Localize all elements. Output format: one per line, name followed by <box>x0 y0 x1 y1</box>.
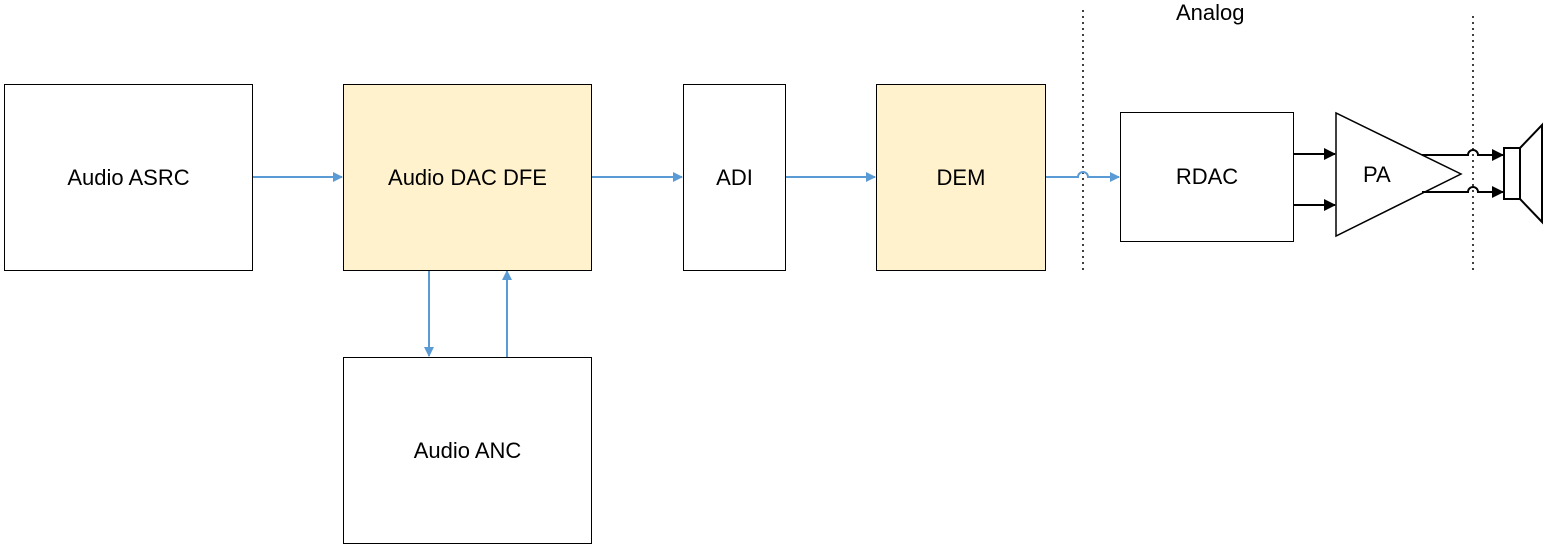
analog-region-label: Analog <box>1176 0 1245 25</box>
rdac-label: RDAC <box>1175 164 1239 189</box>
pa-amplifier-shape <box>1335 111 1463 238</box>
audio-asrc-block: Audio ASRC <box>4 84 253 271</box>
arrow-dem-to-rdac <box>1046 171 1120 182</box>
arrow-pa-to-speaker-top <box>1422 149 1504 161</box>
speaker-icon <box>1503 122 1543 225</box>
dem-label: DEM <box>936 164 986 190</box>
audio-dac-dfe-block: Audio DAC DFE <box>343 84 592 271</box>
audio-anc-label: Audio ANC <box>413 437 522 463</box>
pa-label: PA <box>1363 162 1391 187</box>
audio-dac-dfe-label: Audio DAC DFE <box>388 164 547 190</box>
audio-asrc-label: Audio ASRC <box>67 164 190 190</box>
dem-block: DEM <box>876 84 1046 271</box>
rdac-block: RDAC <box>1120 112 1294 242</box>
arrow-pa-to-speaker-bottom <box>1422 186 1504 198</box>
adi-block: ADI <box>683 84 786 271</box>
adi-label: ADI <box>716 164 753 190</box>
audio-anc-block: Audio ANC <box>343 357 592 544</box>
